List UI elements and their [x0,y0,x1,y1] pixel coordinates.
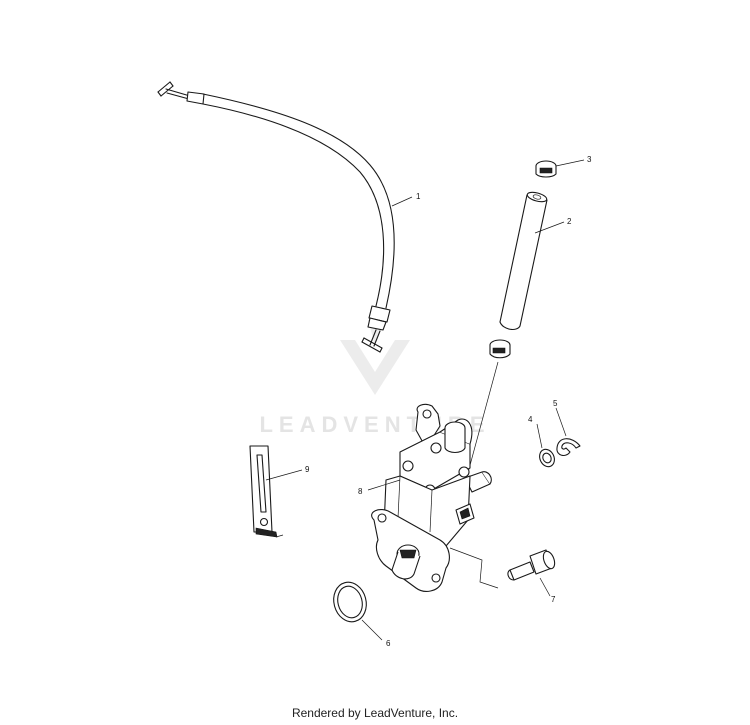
watermark-logo [340,320,410,395]
hose-clamp-top [535,159,585,178]
vent-hose [499,191,565,331]
flange-bolt [507,549,556,597]
callout-7: 7 [551,595,556,604]
callout-3: 3 [587,155,592,164]
callout-1: 1 [416,192,421,201]
watermark: LEADVENTURE [259,320,485,437]
o-ring [333,581,383,641]
retaining-clip [555,407,581,457]
callout-6: 6 [386,639,391,648]
callout-4: 4 [528,415,533,424]
pump-assembly [367,403,499,592]
choke-cable [157,81,413,353]
footer-credit: Rendered by LeadVenture, Inc. [291,706,459,720]
callout-9: 9 [305,465,310,474]
hose-clamp-lower [465,339,511,481]
callout-2: 2 [567,217,572,226]
callout-8: 8 [358,487,363,496]
callout-5: 5 [553,399,558,408]
washer [536,423,555,468]
gasket-strip [249,445,303,538]
